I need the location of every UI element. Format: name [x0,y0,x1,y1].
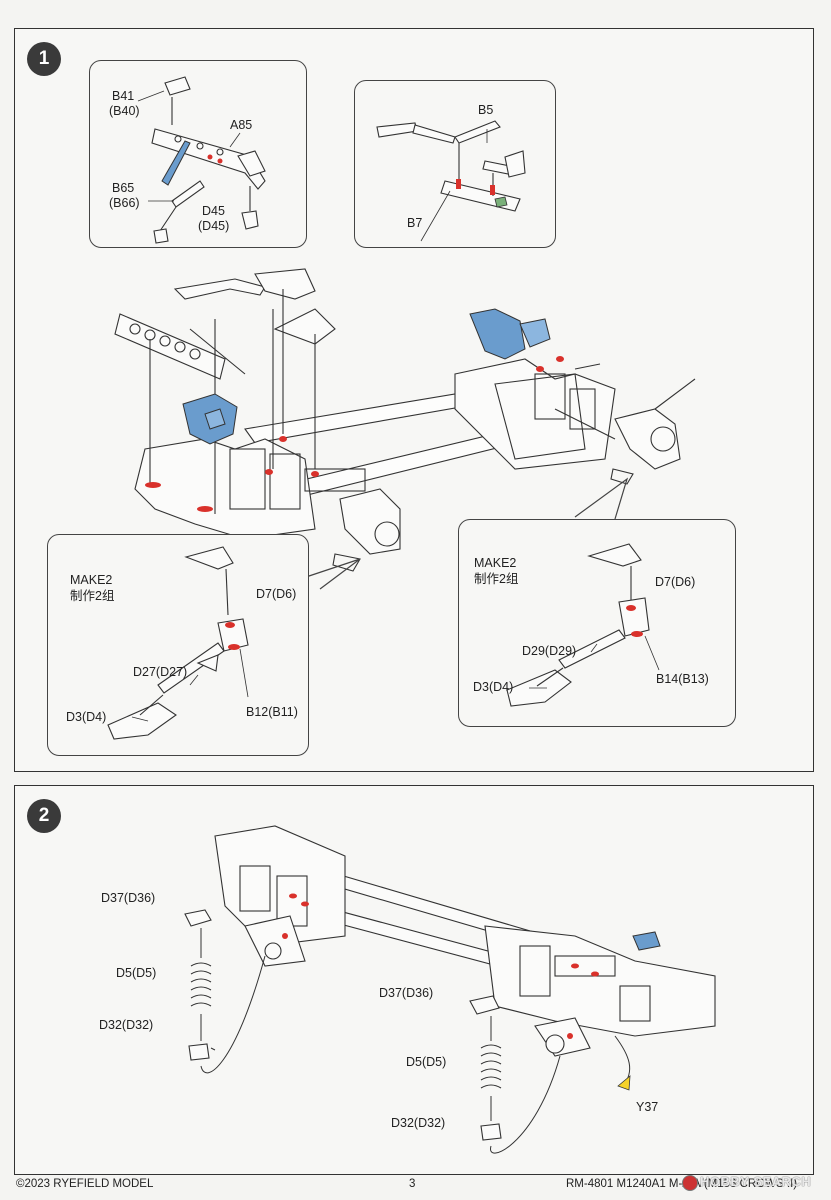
front-halfshaft-drawing [107,546,249,740]
label-make2: MAKE2 [70,573,113,587]
label-right-d5: D5(D5) [406,1055,447,1069]
label-b14: B14(B13) [656,672,709,686]
step-2-panel: 2 [14,785,814,1175]
page-number: 3 [409,1178,416,1190]
bumper-assembly-drawing [137,76,266,244]
label-a85: A85 [230,118,253,132]
label-b41: B41 [112,89,135,103]
callout-front-halfshaft: MAKE2 制作2组 D7(D6) D27(D27) B12(B11) D3(D… [47,534,309,756]
label-right-d37: D37(D36) [379,986,434,1000]
label-b12: B12(B11) [246,705,298,719]
callout-steering-assembly: B5 B7 [354,80,556,248]
label-d3: D3(D4) [66,710,107,724]
label-make2-cn: 制作2组 [70,589,115,603]
label-d7: D7(D6) [256,587,297,601]
label-d29: D29(D29) [522,644,577,658]
label-make2-cn: 制作2组 [474,572,519,586]
watermark-logo-icon [682,1175,698,1191]
label-b5: B5 [478,103,494,117]
step-1-chassis-drawing [114,268,696,590]
label-b65: B65 [112,181,135,195]
label-d45: D45 [202,204,225,218]
label-b66: (B66) [109,196,140,210]
label-d3: D3(D4) [473,680,514,694]
copyright-text: ©2023 RYEFIELD MODEL [16,1178,154,1190]
watermark-text: HOBBY SEARCH [700,1174,812,1189]
step-2-chassis-drawing [184,825,716,1154]
label-left-d5: D5(D5) [116,966,157,980]
label-left-d37: D37(D36) [101,891,156,905]
label-b40: (B40) [109,104,140,118]
label-make2: MAKE2 [474,556,517,570]
label-y37: Y37 [636,1100,659,1114]
callout-bumper-assembly: B41 (B40) A85 B65 (B66) D45 (D45) [89,60,307,248]
product-code: RM-4801 M1240A1 M-ATV(M153 CROWS II) [566,1178,798,1190]
label-d7: D7(D6) [655,575,696,589]
rear-halfshaft-drawing [506,543,660,707]
label-d27: D27(D27) [133,665,188,679]
step-number-badge: 2 [27,799,61,833]
step-1-panel: 1 [14,28,814,772]
steering-assembly-drawing [376,120,526,242]
step-number-badge: 1 [27,42,61,76]
callout-rear-halfshaft: MAKE2 制作2组 D7(D6) D29(D29) B14(B13) D3(D… [458,519,736,727]
label-d45-pair: (D45) [198,219,230,233]
label-b7: B7 [407,216,423,230]
label-left-d32: D32(D32) [99,1018,154,1032]
label-right-d32: D32(D32) [391,1116,446,1130]
